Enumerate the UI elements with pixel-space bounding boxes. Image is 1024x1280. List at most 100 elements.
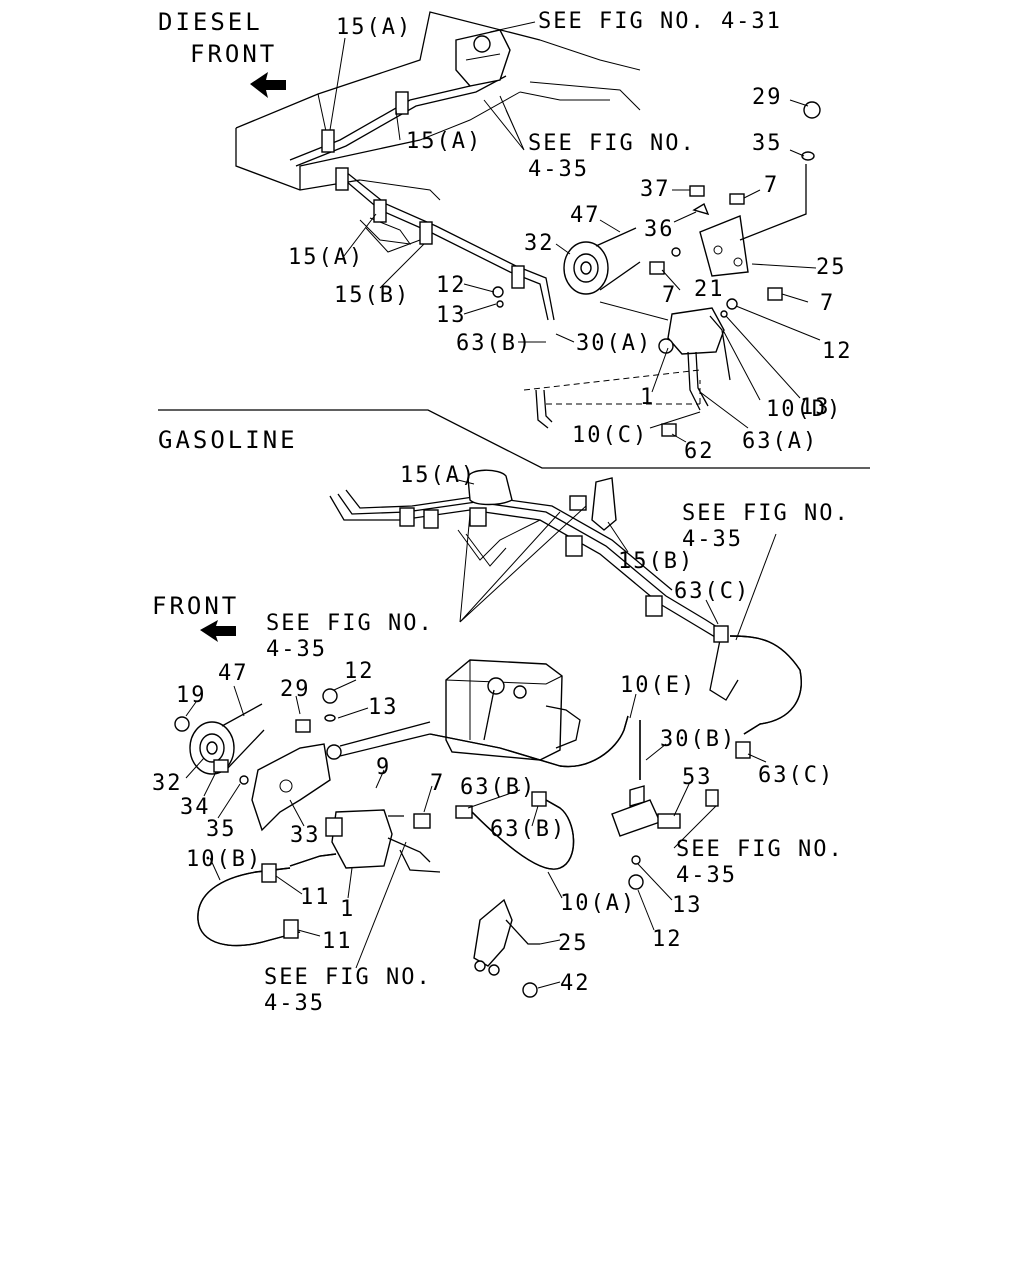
callout: 63(C)	[758, 763, 834, 788]
callout: 15(A)	[336, 15, 412, 40]
clamp-11-icon	[261, 863, 277, 883]
callout: 4-35	[264, 991, 325, 1016]
bolt-7-icon	[767, 287, 783, 301]
callout: 13	[672, 893, 703, 918]
callout: 63(A)	[742, 429, 818, 454]
gasoline-callouts: 15(A) SEE FIG NO. 4-35 15(B) SEE FIG NO.…	[152, 463, 850, 1016]
clip-15b-icon	[511, 265, 525, 289]
pulley-icon	[563, 227, 641, 295]
callout: 63(C)	[674, 579, 750, 604]
callout: 32	[524, 231, 555, 256]
clamp-63b-icon	[531, 791, 547, 807]
clip-icon	[423, 509, 439, 529]
bolt-7-icon	[649, 261, 665, 275]
bolt-29-icon	[803, 101, 821, 119]
callout: 15(A)	[288, 245, 364, 270]
gasoline-section: GASOLINE FRONT	[152, 426, 850, 1016]
callout: 12	[344, 659, 375, 684]
callout: 63(B)	[456, 331, 532, 356]
callout: 13	[436, 303, 467, 328]
front-arrow-icon	[200, 620, 236, 642]
section-title-diesel: DIESEL	[158, 8, 263, 36]
callout: 10(E)	[620, 673, 696, 698]
washer-13-icon	[631, 855, 641, 865]
callout: 4-35	[676, 863, 737, 888]
bolt-29-icon	[295, 719, 311, 733]
callout: SEE FIG NO.	[266, 611, 434, 636]
washer-13-icon	[496, 300, 504, 308]
callout: 63(B)	[460, 775, 536, 800]
diesel-leader-lines	[329, 21, 821, 443]
callout: 15(B)	[334, 283, 410, 308]
nut-12-icon	[322, 688, 338, 704]
bracket-30b-icon	[611, 785, 681, 837]
return-hose-icon	[729, 635, 802, 735]
callout: 63(B)	[490, 817, 566, 842]
callout: 53	[682, 765, 713, 790]
nut-12-icon	[726, 298, 738, 310]
clip-15a-icon	[395, 91, 409, 115]
clip-icon	[399, 507, 415, 527]
washer-35-icon	[801, 151, 815, 161]
callout: 9	[376, 755, 391, 780]
callout: 10(C)	[572, 423, 648, 448]
callout: 30(A)	[576, 331, 652, 356]
callout: 11	[322, 929, 353, 954]
clip-15a-icon	[335, 167, 349, 191]
washer-13-icon	[720, 310, 728, 318]
clamp-11-icon	[283, 919, 299, 939]
callout: 10(A)	[560, 891, 636, 916]
section-title-gasoline: GASOLINE	[158, 426, 298, 454]
clip-15b-icon	[591, 477, 617, 531]
callout: 30(B)	[660, 727, 736, 752]
clamp-63c-icon	[713, 625, 729, 643]
callout: 42	[560, 971, 591, 996]
callout: 33	[290, 823, 321, 848]
callout: 12	[436, 273, 467, 298]
callout: 7	[764, 173, 779, 198]
callout: 11	[300, 885, 331, 910]
diesel-frame	[235, 11, 641, 201]
nut-12-icon	[492, 286, 504, 298]
callout: 21	[694, 277, 725, 302]
bracket-icon	[699, 164, 807, 277]
bolt-7-icon	[729, 193, 745, 205]
callout: 32	[152, 771, 183, 796]
clip-icon	[565, 535, 583, 557]
clip-15b-icon	[419, 221, 433, 245]
nut-12-icon	[628, 874, 644, 890]
clip-15a-icon	[373, 199, 387, 223]
callout: SEE FIG NO.	[682, 501, 850, 526]
clamp-63b-icon	[455, 805, 473, 819]
callout: 36	[644, 217, 675, 242]
callout: 7	[430, 771, 445, 796]
callout: 34	[180, 795, 211, 820]
callout: 13	[368, 695, 399, 720]
callout: 29	[280, 677, 311, 702]
bolt-62-icon	[661, 423, 677, 437]
callout: 1	[640, 385, 655, 410]
bolt-34-icon	[213, 759, 229, 773]
callout: 37	[640, 177, 671, 202]
front-arrow-icon	[250, 72, 286, 98]
callout: 15(A)	[400, 463, 476, 488]
clip-icon	[645, 595, 663, 617]
callout: 10(B)	[186, 847, 262, 872]
pipe-10c	[535, 389, 549, 429]
callout: 25	[816, 255, 847, 280]
front-label-gasoline: FRONT	[152, 592, 239, 620]
clip-36-icon	[692, 202, 710, 216]
callout: SEE FIG NO. 4-31	[538, 9, 782, 34]
callout: SEE FIG NO.	[676, 837, 844, 862]
front-label-diesel: FRONT	[190, 40, 277, 68]
callout: 13	[800, 395, 831, 420]
callout: 7	[820, 291, 835, 316]
callout: SEE FIG NO.	[528, 131, 696, 156]
washer-21-icon	[671, 247, 681, 257]
bracket-33-icon	[251, 743, 331, 832]
callout: SEE FIG NO.	[264, 965, 432, 990]
callout: 29	[752, 85, 783, 110]
valve-icon	[658, 307, 731, 411]
callout: 4-35	[266, 637, 327, 662]
